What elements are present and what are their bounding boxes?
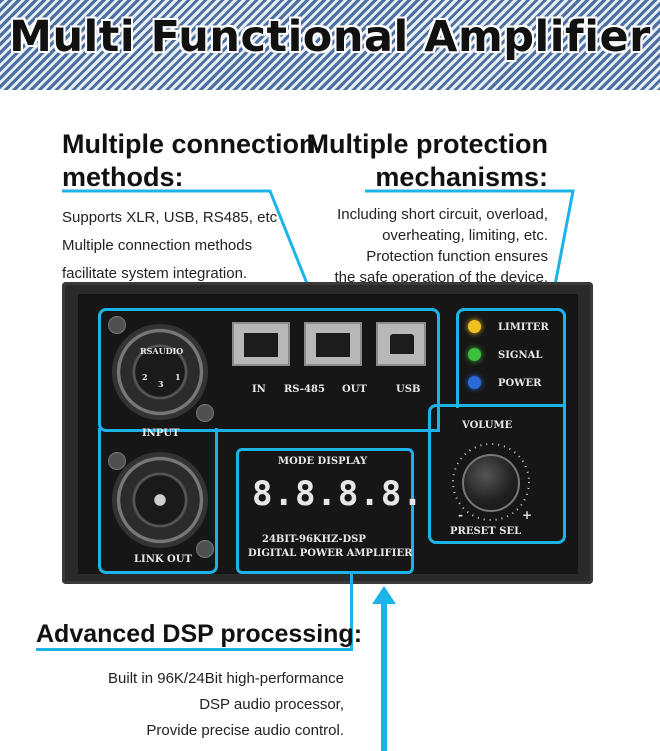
title-banner: Multi Functional Amplifier (0, 0, 660, 90)
preset-sel-label: PRESET SEL (450, 526, 522, 537)
connection-line2: Multiple connection methods (62, 237, 253, 254)
link-out-label: LINK OUT (134, 554, 192, 565)
limiter-label: LIMITER (498, 322, 549, 333)
connection-highlight-box (98, 308, 440, 432)
xlr-input-jack[interactable] (112, 324, 208, 420)
connection-heading-line1: Multiple connection (62, 129, 316, 159)
pin-label: 1 (175, 372, 181, 382)
dsp-callout-line (350, 574, 353, 650)
banner-title: Multi Functional Amplifier (9, 12, 651, 62)
input-label: INPUT (142, 428, 180, 439)
protection-description: Including short circuit, overload, overh… (335, 204, 548, 288)
protection-callout-line (365, 189, 575, 307)
xlr-link-out-jack[interactable] (112, 452, 208, 548)
ethernet-port-in[interactable] (232, 322, 290, 366)
mode-display-label: MODE DISPLAY (278, 456, 368, 467)
volume-scale (452, 443, 530, 521)
led-highlight-box (456, 308, 566, 408)
connection-line3: facilitate system integration. (62, 265, 248, 282)
protection-line1: Including short circuit, overload, (337, 206, 548, 223)
power-led (468, 376, 481, 389)
ethernet-port-out[interactable] (304, 322, 362, 366)
screw (196, 540, 214, 558)
display-highlight-box (236, 448, 414, 574)
volume-label: VOLUME (462, 420, 513, 431)
dsp-line1: Built in 96K/24Bit high-performance (108, 670, 344, 687)
connection-callout-line (62, 189, 318, 307)
xlr-highlight-box (98, 428, 218, 574)
volume-plus-label: + (522, 508, 533, 522)
power-label: POWER (498, 378, 542, 389)
signal-label: SIGNAL (498, 350, 543, 361)
dsp-spec-label: 24BIT-96KHZ-DSP (262, 534, 366, 545)
xlr-brand-label: RSAUDIO (140, 346, 184, 356)
port-rs485-label: RS-485 (284, 384, 325, 395)
port-out-label: OUT (342, 384, 367, 395)
amp-spec-label: DIGITAL POWER AMPLIFIER (248, 548, 413, 559)
pin-label: 2 (142, 372, 148, 382)
connection-heading: Multiple connection methods: (62, 128, 316, 194)
protection-heading-line1: Multiple protection (306, 129, 548, 159)
up-arrow-icon (372, 586, 396, 751)
screw (108, 452, 126, 470)
protection-line3: Protection function ensures (366, 248, 548, 265)
connection-description: Supports XLR, USB, RS485, etc Multiple c… (62, 204, 277, 288)
usb-port[interactable] (376, 322, 426, 366)
protection-heading: Multiple protection mechanisms: (307, 128, 548, 194)
dsp-heading: Advanced DSP processing: (36, 620, 363, 648)
volume-highlight-box (428, 404, 566, 544)
signal-led (468, 348, 481, 361)
volume-knob[interactable] (462, 454, 520, 512)
port-usb-label: USB (396, 384, 421, 395)
connection-heading-line2: methods: (62, 162, 184, 192)
screw (108, 316, 126, 334)
volume-minus-label: - (458, 508, 463, 522)
seven-segment-display: 8.8.8.8. (252, 474, 424, 514)
port-in-label: IN (252, 384, 266, 395)
connection-line1: Supports XLR, USB, RS485, etc (62, 209, 278, 226)
pin-label: 3 (158, 379, 164, 389)
protection-heading-line2: mechanisms: (375, 162, 548, 192)
protection-line4: the safe operation of the device. (334, 269, 548, 286)
dsp-line3: Provide precise audio control. (146, 722, 344, 739)
limiter-led (468, 320, 481, 333)
dsp-description: Built in 96K/24Bit high-performance DSP … (108, 666, 344, 744)
screw (196, 404, 214, 422)
protection-line2: overheating, limiting, etc. (382, 227, 548, 244)
dsp-callout-underline (36, 648, 353, 651)
dsp-line2: DSP audio processor, (199, 696, 344, 713)
